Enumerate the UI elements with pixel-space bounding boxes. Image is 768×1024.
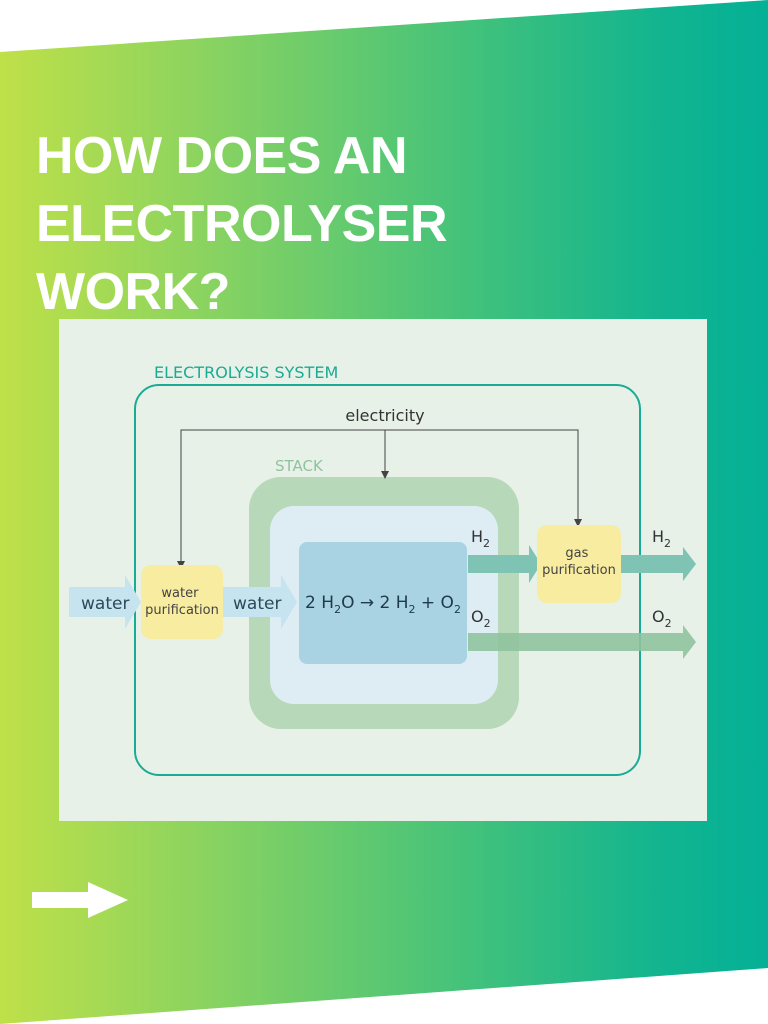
system-label: ELECTROLYSIS SYSTEM	[154, 363, 338, 382]
right-arrow-icon[interactable]	[30, 880, 130, 920]
water-in-label: water	[81, 594, 129, 614]
electrolyser-diagram: ELECTROLYSIS SYSTEM STACK electricity wa…	[69, 363, 696, 776]
o2-out-label: O2	[652, 607, 672, 630]
h2-out-arrow	[621, 547, 696, 581]
electricity-arrowhead-stack	[381, 471, 389, 479]
page-title: HOW DOES AN ELECTROLYSER WORK?	[36, 127, 448, 321]
reaction-equation: 2 H2O → 2 H2 + O2	[305, 593, 461, 616]
water-to-stack-label: water	[233, 594, 281, 614]
svg-text:water purification: water purification	[145, 586, 219, 618]
electricity-label: electricity	[345, 406, 424, 425]
gas-purification-line1: gas	[565, 546, 588, 561]
diagram-panel: ELECTROLYSIS SYSTEM STACK electricity wa…	[59, 319, 707, 821]
o2-arrow	[468, 625, 696, 659]
water-purification-box	[141, 565, 223, 639]
h2-out-label: H2	[652, 527, 671, 550]
system-boundary	[134, 384, 641, 776]
water-to-stack-arrow	[223, 575, 297, 629]
electricity-arrowhead-gas	[574, 519, 582, 527]
stack-label: STACK	[275, 457, 324, 475]
h2-arrow	[468, 545, 541, 583]
gas-purification-line2: purification	[542, 563, 616, 578]
o2-label: O2	[471, 607, 491, 630]
gas-purification-box	[537, 525, 621, 603]
h2-label: H2	[471, 527, 490, 550]
electricity-line	[180, 429, 579, 563]
svg-text:gas purification: gas purification	[542, 546, 616, 578]
water-in-arrow	[69, 575, 141, 629]
water-purification-line1: water	[161, 586, 199, 601]
reaction-box	[299, 542, 467, 664]
water-purification-line2: purification	[145, 603, 219, 618]
